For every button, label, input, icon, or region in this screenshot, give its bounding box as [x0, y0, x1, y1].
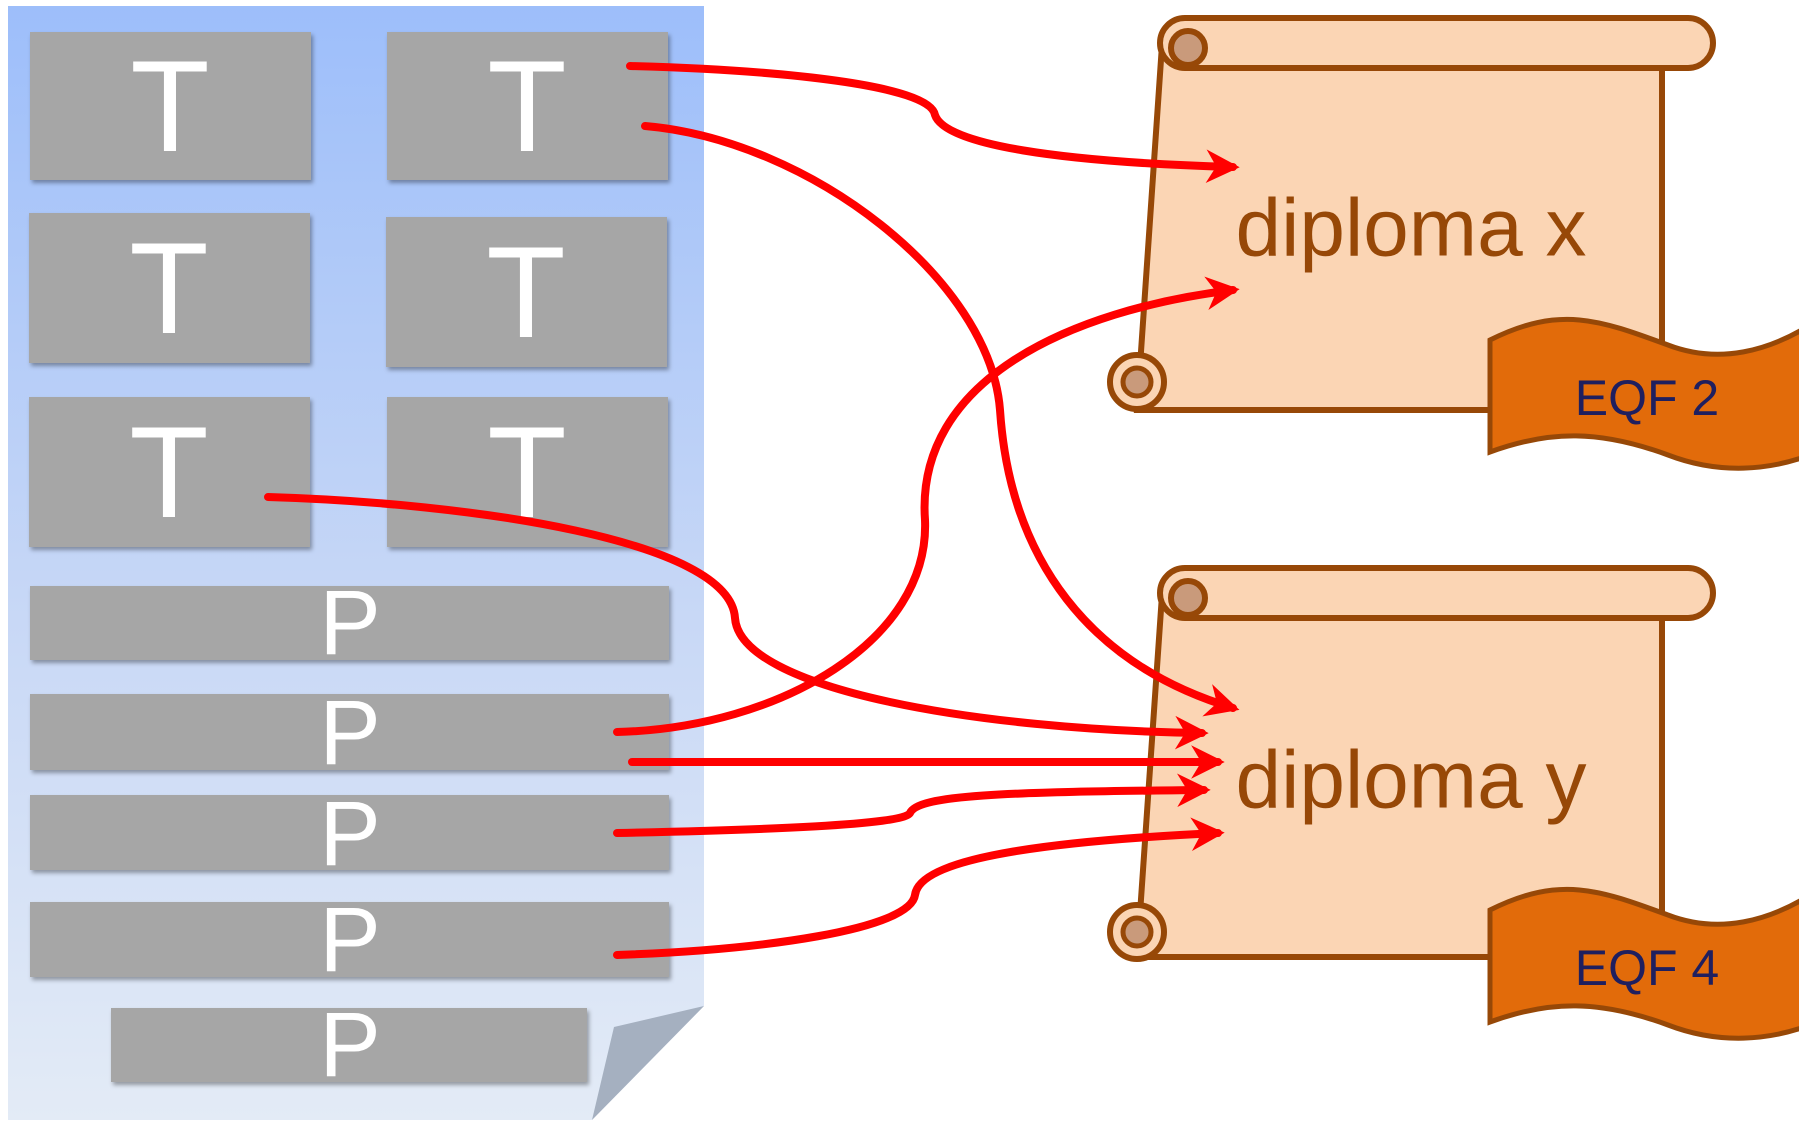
arrow-theory-to-diploma-x: [626, 62, 1240, 184]
diploma-y-scroll: diploma y EQF 4: [1107, 565, 1799, 1041]
theory-unit-label: T: [129, 399, 208, 545]
practice-unit-label: P: [319, 682, 380, 784]
scroll-top-roll: [1157, 565, 1716, 621]
theory-unit: T: [30, 32, 311, 180]
practice-unit-label: P: [319, 889, 380, 991]
practice-unit: P: [30, 682, 669, 784]
eqf-level-label: EQF 2: [1575, 370, 1719, 426]
theory-unit-label: T: [129, 215, 208, 361]
scroll-bottom-curl-inner: [1120, 365, 1154, 399]
practice-unit-label: P: [319, 994, 380, 1096]
practice-unit-label: P: [319, 783, 380, 885]
practice-unit: P: [30, 783, 669, 885]
document-fold-corner: [592, 1006, 704, 1120]
ribbon-banner: EQF 4: [1487, 886, 1799, 1041]
practice-unit: P: [30, 572, 669, 674]
ribbon-banner: EQF 2: [1487, 316, 1799, 471]
theory-unit: T: [387, 32, 668, 180]
scroll-top-curl: [1168, 578, 1208, 618]
level-ribbon: [1487, 316, 1799, 471]
diploma-x-scroll: diploma x EQF 2: [1107, 15, 1799, 471]
theory-unit-label: T: [130, 33, 209, 179]
eqf-level-label: EQF 4: [1575, 940, 1719, 996]
mapping-arrows: [264, 62, 1240, 959]
arrow-practice-to-diploma-y: [613, 773, 1211, 837]
practice-unit: P: [30, 889, 669, 991]
theory-unit: T: [29, 397, 310, 547]
practice-unit-label: P: [319, 572, 380, 674]
theory-unit: T: [386, 217, 667, 367]
scroll-top-curl: [1168, 28, 1208, 68]
arrow-practice-to-diploma-x: [613, 276, 1240, 736]
arrow-theory-to-diploma-y: [641, 122, 1240, 717]
scroll-bottom-curl-inner: [1120, 915, 1154, 949]
theory-unit-label: T: [486, 219, 565, 365]
arrow-practice-to-diploma-y: [613, 817, 1225, 959]
scroll-icon: [1107, 565, 1716, 962]
level-ribbon: [1487, 886, 1799, 1041]
theory-unit-label: T: [487, 33, 566, 179]
scroll-top-roll: [1157, 15, 1716, 71]
theory-unit: T: [29, 213, 310, 363]
curriculum-document: T T T T T T P P: [8, 6, 704, 1120]
practice-unit: P: [111, 994, 587, 1096]
diploma-title: diploma x: [1236, 183, 1587, 274]
diploma-title: diploma y: [1236, 735, 1587, 826]
arrow-theory-to-diploma-y: [264, 493, 1209, 750]
